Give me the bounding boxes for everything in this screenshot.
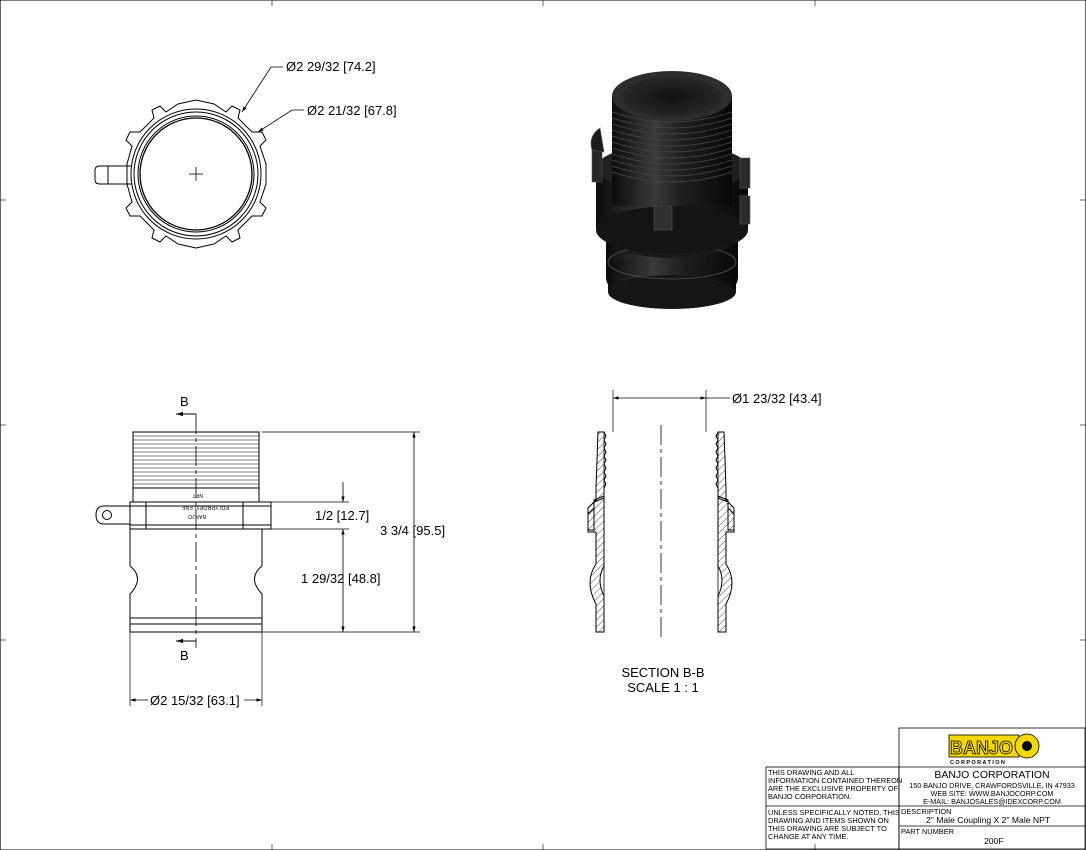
title-block	[765, 727, 1086, 850]
top-view-outer-circle	[130, 108, 262, 240]
notice-line-4: BANJO CORPORATION.	[768, 792, 851, 801]
section-right-wall	[715, 431, 735, 633]
description-value: 2" Male Coupling X 2" Male NPT	[926, 815, 1051, 825]
dim-outer-diameter: Ø2 29/32 [74.2]	[286, 59, 376, 74]
top-view-ring-2	[137, 115, 255, 233]
section-view	[587, 390, 735, 640]
flange-stamp-brand: BANJO	[188, 513, 206, 519]
flange-stamp-npt: NPT	[192, 492, 203, 498]
company-website: WEB SITE: WWW.BANJOCORP.COM	[931, 789, 1054, 798]
dim-overall-height: 3 3/4 [95.5]	[380, 523, 445, 538]
top-view-ring-1	[133, 111, 259, 237]
dim-inner-diameter: Ø2 21/32 [67.8]	[307, 103, 397, 118]
notice-line-7: THIS DRAWING ARE SUBJECT TO	[768, 824, 887, 833]
description-label: DESCRIPTION	[901, 807, 952, 816]
notice-line-5: UNLESS SPECIFICALLY NOTED, THIS	[768, 808, 900, 817]
banjo-logo: BANJO CORPORATION	[948, 733, 1040, 766]
part-number-label: PART NUMBER	[901, 827, 954, 836]
side-view	[95, 411, 420, 706]
top-view-bore-circle	[139, 117, 253, 231]
section-mark-bottom: B	[180, 648, 189, 663]
part-number-value: 200F	[984, 836, 1004, 846]
section-mark-top: B	[180, 394, 189, 409]
notice-line-8: CHANGE AT ANY TIME.	[768, 832, 848, 841]
notice-line-1: THIS DRAWING AND ALL	[768, 768, 854, 777]
company-name: BANJO CORPORATION	[934, 769, 1049, 781]
company-email: E-MAIL: BANJOSALES@IDEXCORP.COM	[923, 797, 1061, 806]
section-scale: SCALE 1 : 1	[627, 680, 699, 695]
side-view-tab	[95, 505, 130, 525]
logo-sub: CORPORATION	[950, 760, 1006, 766]
logo-text: BANJO	[950, 738, 1013, 758]
dim-flange-height: 1/2 [12.7]	[315, 508, 369, 523]
top-view-tab	[94, 165, 132, 185]
section-left-wall	[587, 431, 607, 633]
company-address: 150 BANJO DRIVE, CRAWFORDSVILLE, IN 4793…	[909, 781, 1075, 790]
isometric-render	[590, 71, 751, 309]
notice-line-3: ARE THE EXCLUSIVE PROPERTY OF	[768, 784, 899, 793]
notice-line-2: INFORMATION CONTAINED THEREON	[768, 776, 902, 785]
dim-lower-height: 1 29/32 [48.8]	[301, 571, 381, 586]
section-title: SECTION B-B	[621, 665, 704, 680]
dim-bore-diameter: Ø1 23/32 [43.4]	[732, 391, 822, 406]
top-view-lug-outline	[125, 99, 267, 249]
dim-body-diameter: Ø2 15/32 [63.1]	[150, 693, 240, 708]
flange-stamp-material: POLYPROPYLENE	[181, 504, 229, 510]
side-view-flange	[129, 501, 272, 530]
notice-line-6: DRAWING AND ITEMS SHOWN ON	[768, 816, 889, 825]
top-view	[94, 66, 304, 249]
